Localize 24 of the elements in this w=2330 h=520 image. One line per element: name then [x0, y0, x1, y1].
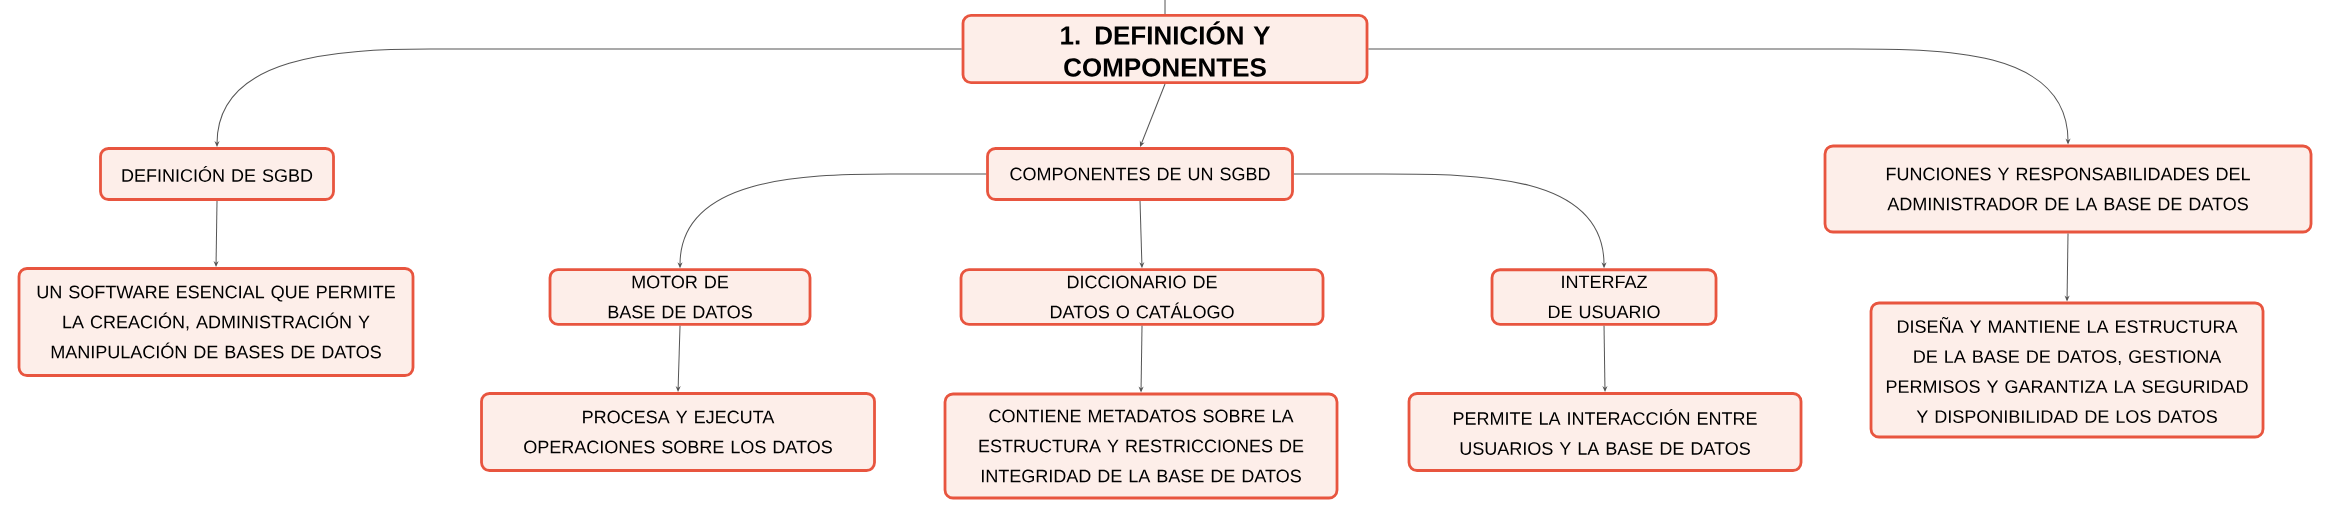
- connector: [1367, 48, 2070, 144]
- topic-box: FUNCIONES Y RESPONSABILIDADES DEL ADMINISTRADOR DE LA BASE DE DATOS: [1823, 144, 2313, 234]
- connector: [1293, 173, 1606, 268]
- connector: [678, 173, 987, 268]
- topic-box: MOTOR DE BASE DE DATOS: [548, 268, 812, 326]
- connector: [1139, 83, 1166, 147]
- connector: [1139, 325, 1143, 392]
- title-box: 1. DEFINICIÓN Y COMPONENTES: [961, 13, 1369, 85]
- topic-box: COMPONENTES DE UN SGBD: [986, 147, 1294, 201]
- topic-box: INTERFAZ DE USUARIO: [1490, 268, 1718, 326]
- topic-box: DEFINICIÓN DE SGBD: [99, 147, 335, 201]
- topic-box: UN SOFTWARE ESENCIAL QUE PERMITE LA CREACIÓN, ADMINISTRACIÓN Y MANIPULACIÓN DE BASES DE DATOS: [17, 267, 415, 377]
- connector: [1139, 200, 1144, 268]
- connector: [2065, 232, 2069, 301]
- topic-box: PROCESA Y EJECUTA OPERACIONES SOBRE LOS DATOS: [480, 392, 876, 472]
- connector: [215, 48, 963, 147]
- connector: [1164, 0, 1166, 15]
- connector: [1603, 325, 1607, 392]
- connector: [214, 200, 218, 267]
- topic-box: DICCIONARIO DE DATOS O CATÁLOGO: [959, 268, 1325, 326]
- topic-box: CONTIENE METADATOS SOBRE LA ESTRUCTURA Y RESTRICCIONES DE INTEGRIDAD DE LA BASE DE DATOS: [943, 392, 1339, 500]
- topic-box: PERMITE LA INTERACCIÓN ENTRE USUARIOS Y LA BASE DE DATOS: [1407, 392, 1803, 472]
- connector: [676, 325, 681, 392]
- topic-box: DISEÑA Y MANTIENE LA ESTRUCTURA DE LA BASE DE DATOS, GESTIONA PERMISOS Y GARANTIZA LA SEGURIDAD Y DISPONIBILIDAD DE LOS DATOS: [1869, 301, 2265, 439]
